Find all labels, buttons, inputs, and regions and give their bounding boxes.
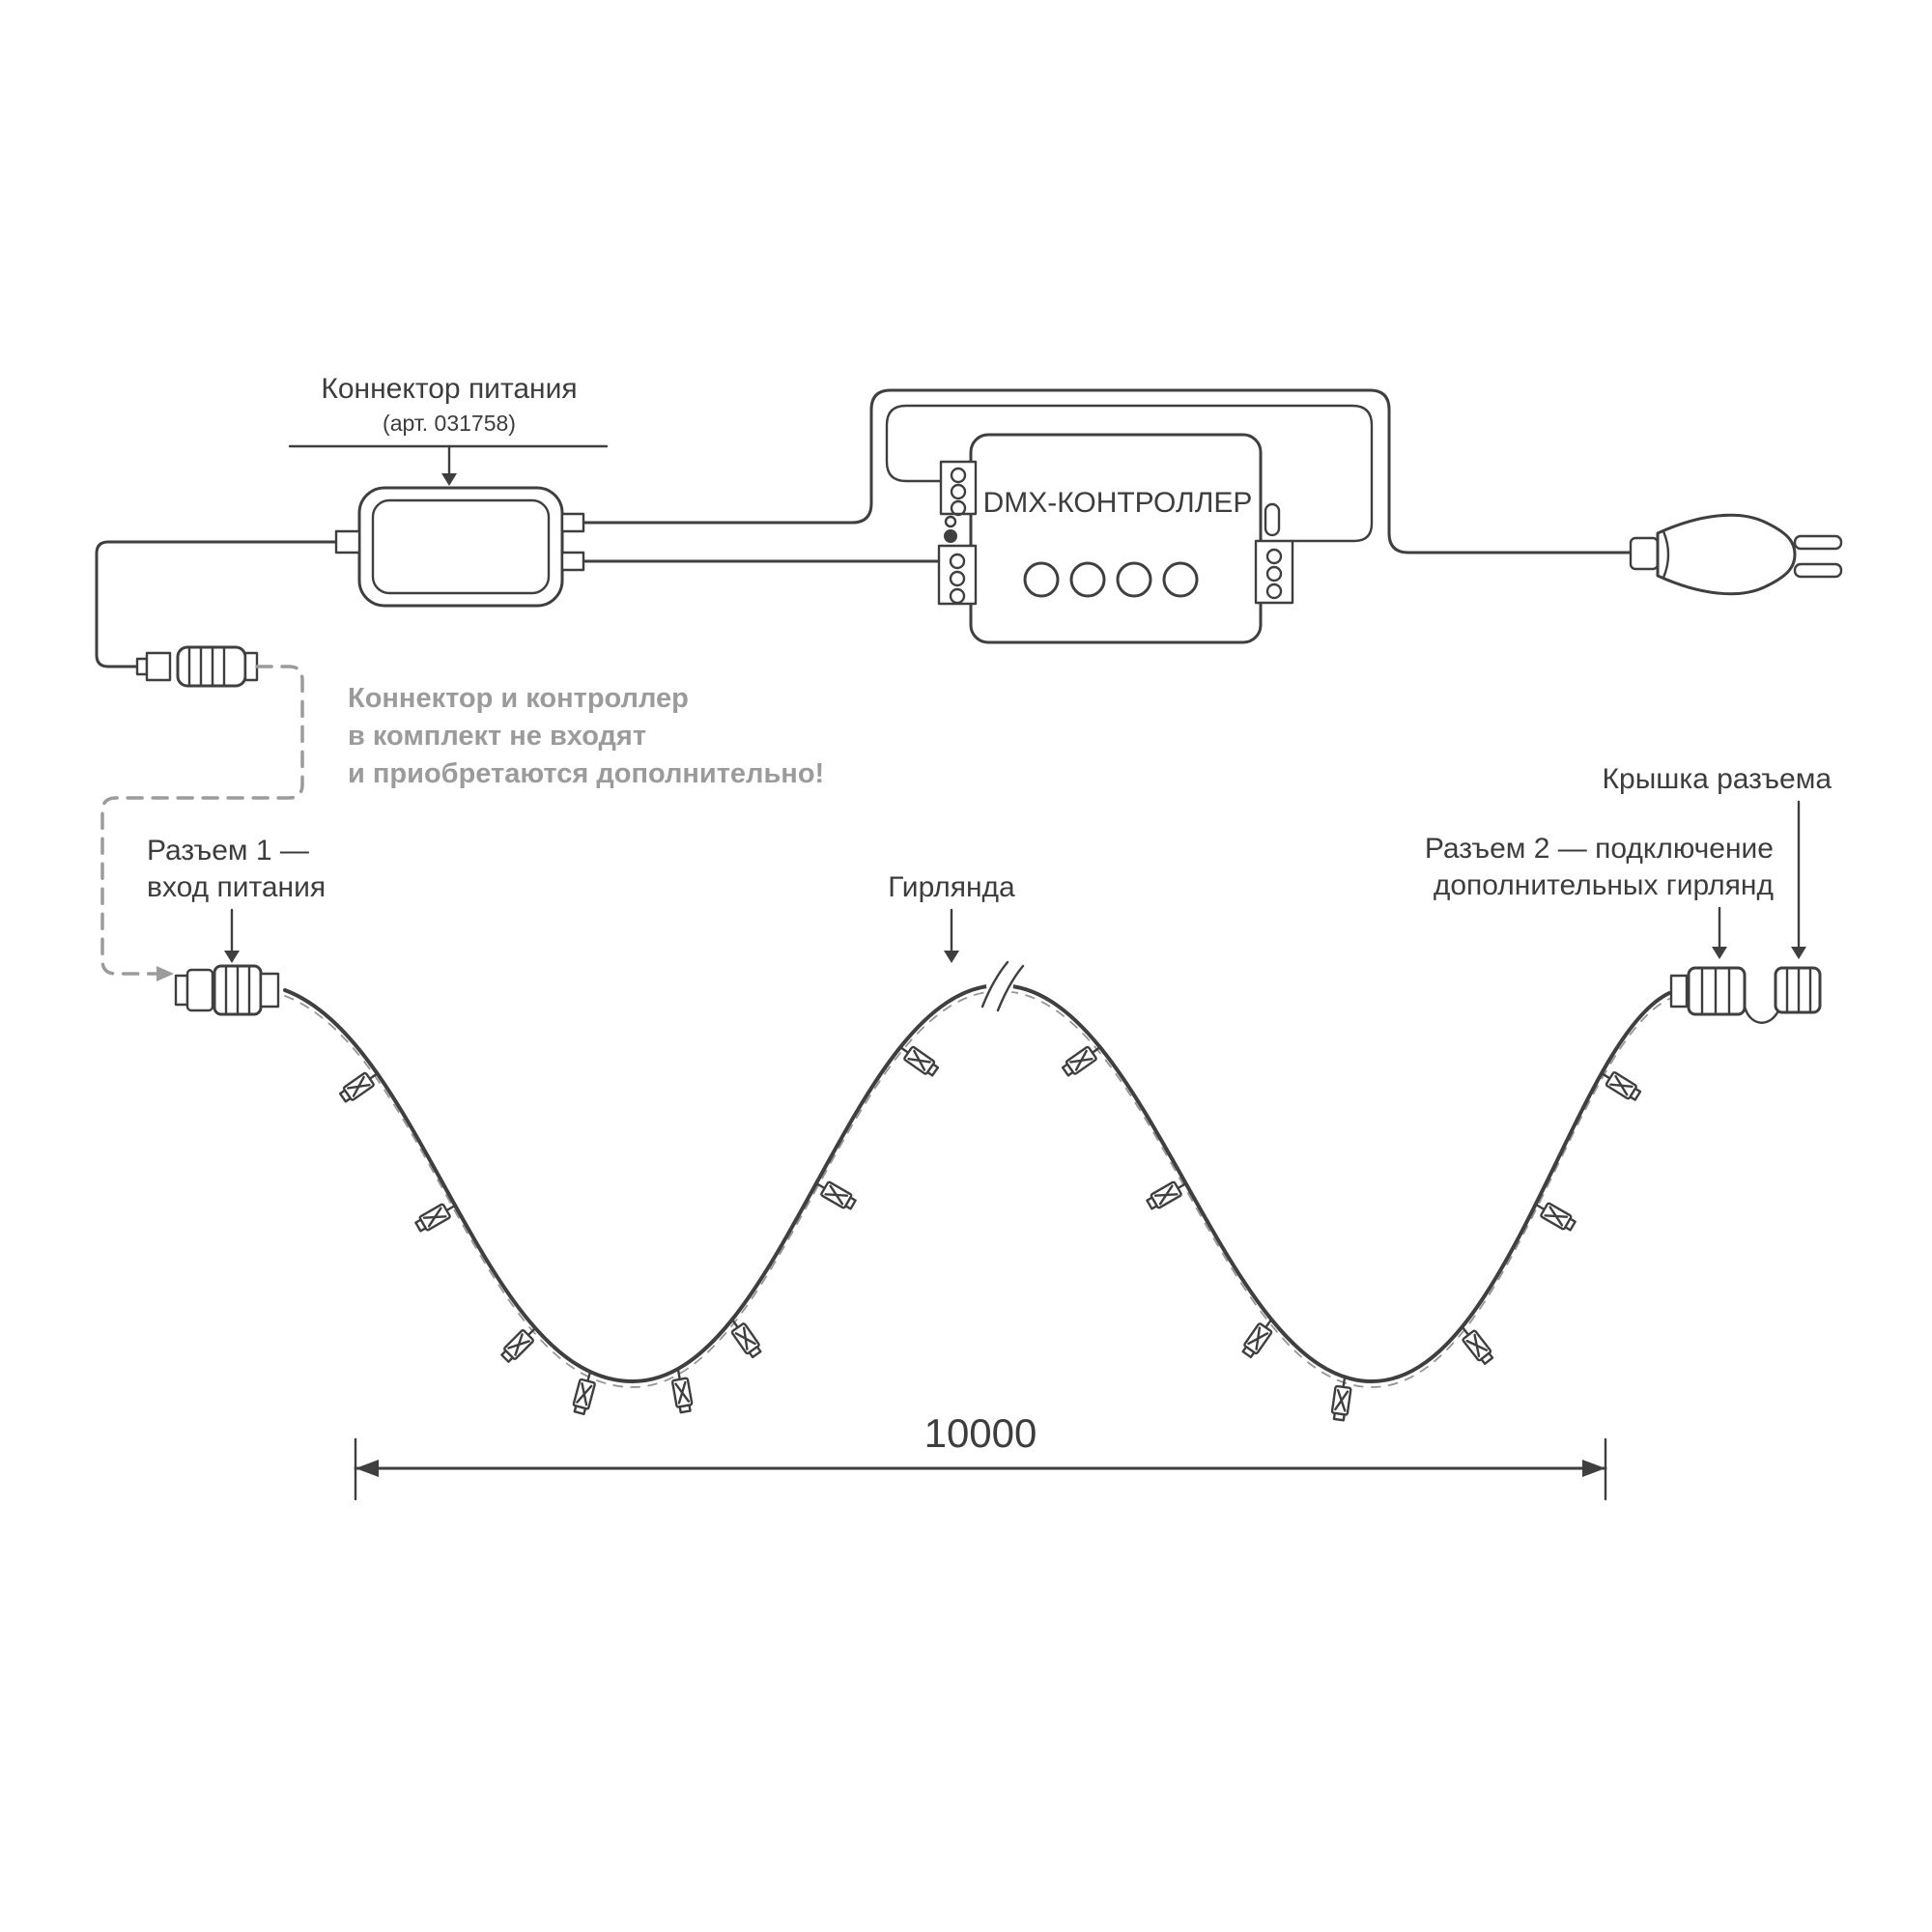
terminal-block-right (1254, 539, 1294, 605)
power-connector-callout: Коннектор питания (арт. 031758) (288, 373, 609, 486)
dashed-leader-arrow-head (156, 966, 174, 981)
plug-housing (1656, 513, 1797, 596)
terminal-screw (950, 499, 967, 517)
dimension-arrow-left (355, 1460, 379, 1477)
led-lamp (572, 1370, 596, 1415)
plug-pin-top (1793, 534, 1843, 551)
indicator-ring (944, 515, 957, 528)
connector1-label-line2: вход питания (147, 871, 326, 903)
power-connector-stub-right-bottom (560, 551, 585, 572)
note-line-2: в комплект не входят (348, 721, 646, 752)
ac-plug (1629, 513, 1843, 596)
wire-loop-outer (582, 388, 1633, 554)
connector2-label-line2: дополнительных гирлянд (1434, 869, 1774, 901)
socket-cap (243, 651, 259, 682)
led-lamp (670, 1368, 694, 1414)
garland-connector-2 (1669, 966, 1822, 1024)
power-connector-label: Коннектор питания (321, 373, 577, 405)
wire-left (95, 540, 340, 668)
side-switch (1264, 502, 1281, 537)
dashed-leader (100, 665, 304, 981)
dmx-controller-body (969, 433, 1263, 644)
plug-pin-bottom (1793, 562, 1843, 579)
connector2-arrow-head (1712, 947, 1727, 959)
terminal-screw (949, 587, 966, 605)
led-lamp (1061, 1045, 1102, 1077)
controller-button (1162, 561, 1199, 598)
led-lamp (338, 1071, 380, 1103)
terminal-screw (950, 483, 967, 500)
note-text: Коннектор и контроллер в комплект не вхо… (348, 683, 824, 789)
cap-strap (1743, 1005, 1781, 1024)
terminal-screw (949, 553, 966, 570)
garland-arrow-head (944, 951, 959, 963)
power-wiring (95, 388, 1633, 668)
dashed-leader-path (100, 665, 304, 976)
dmx-controller: DMX-КОНТРОЛЛЕР (937, 433, 1294, 644)
break-slash (996, 964, 1025, 1012)
led-lamp (1241, 1318, 1273, 1359)
connector1-callout: Разъем 1 — вход питания (147, 835, 326, 963)
garland-connector-1 (174, 964, 280, 1016)
led-lamp (1534, 1202, 1577, 1232)
connector1-arrow-head (224, 951, 240, 963)
terminal-screw (1265, 548, 1283, 565)
connector1-collar (259, 972, 280, 1009)
controller-button (1023, 561, 1060, 598)
terminal-screw (1265, 565, 1283, 582)
connector1-body (185, 968, 214, 1012)
led-lamp (730, 1318, 762, 1359)
dimension-arrow-right (1582, 1460, 1605, 1477)
dmx-controller-label: DMX-КОНТРОЛЛЕР (983, 487, 1253, 519)
dimension-value: 10000 (924, 1410, 1037, 1456)
terminal-screw (950, 467, 967, 484)
connector2-callout: Крышка разъема Разъем 2 — подключение до… (1425, 763, 1832, 959)
power-connector-inner (371, 498, 551, 595)
note-line-3: и приобретаются дополнительно! (348, 758, 824, 789)
led-lamp (1600, 1071, 1642, 1101)
inline-connector-pair (135, 645, 259, 688)
wire-loop-inner (885, 404, 1374, 543)
plug-tip (135, 657, 149, 676)
garland-callout: Гирлянда (888, 871, 1015, 963)
terminal-screw (949, 570, 966, 587)
led-lamp (1461, 1325, 1494, 1365)
plug-housing-seam (1662, 529, 1670, 580)
connector2-nut (1669, 974, 1689, 1009)
connector2-label-line1: Разъем 2 — подключение (1425, 833, 1774, 865)
controller-button (1069, 561, 1106, 598)
garland (283, 960, 1671, 1422)
led-lamp (898, 1045, 940, 1077)
break-slash (980, 960, 1009, 1009)
garland-label: Гирлянда (888, 871, 1015, 903)
wire-break-mark (980, 960, 1025, 1012)
power-connector-stub-right-top (560, 512, 585, 533)
controller-button (1116, 561, 1152, 598)
power-connector (334, 486, 585, 608)
power-connector-part-number: (арт. 031758) (383, 411, 516, 436)
callout-arrow-head (441, 473, 457, 486)
note-line-1: Коннектор и контроллер (348, 683, 689, 714)
led-lamp (414, 1203, 457, 1233)
cap-arrow-head (1791, 947, 1806, 959)
garland-wire (283, 983, 1671, 1383)
power-connector-stub-left (334, 529, 361, 554)
led-lamp (500, 1326, 537, 1363)
connector1-tip (174, 974, 189, 1007)
led-lamp (1146, 1180, 1188, 1210)
cap-label: Крышка разъема (1603, 763, 1833, 795)
terminal-screw (1265, 582, 1283, 600)
led-lamp (1330, 1376, 1352, 1422)
indicator-dot (944, 529, 957, 543)
plug-body (145, 651, 172, 682)
dimension: 10000 (354, 1410, 1607, 1501)
connector1-label-line1: Разъем 1 — (147, 835, 309, 867)
plug-strain-relief (1629, 536, 1660, 571)
led-lamp (814, 1180, 857, 1210)
